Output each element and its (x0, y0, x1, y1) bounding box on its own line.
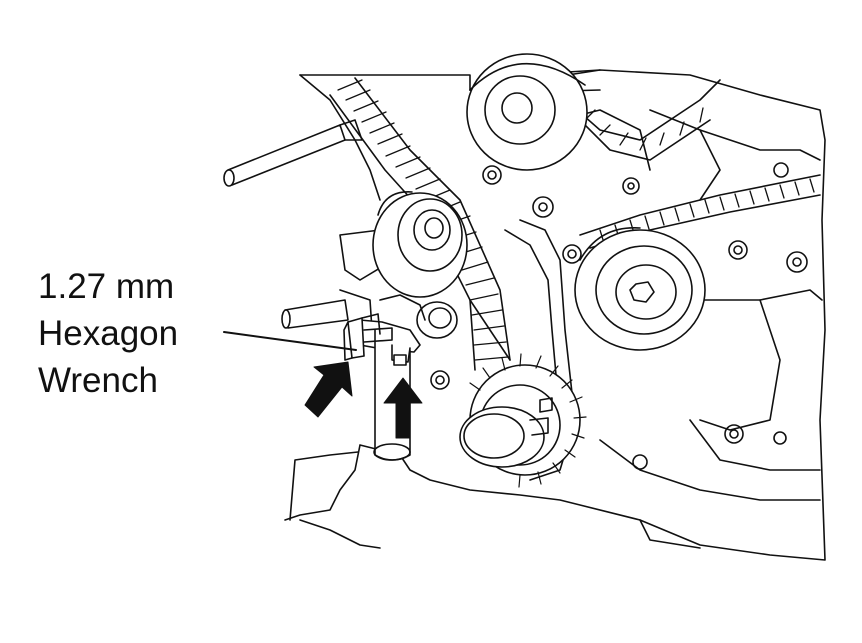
timing-belt-tensioner (359, 294, 426, 461)
engine-block-outline (284, 69, 826, 561)
callout-leader-line (223, 331, 357, 351)
crankshaft-pulley (574, 227, 706, 351)
bolt-heads (430, 162, 808, 470)
callout-line-wrench: Wrench (38, 361, 158, 400)
center-push-arrow (383, 377, 423, 439)
push-arrows (304, 361, 423, 439)
small-idler (416, 301, 458, 339)
callout-label: 1.27 mm Hexagon Wrench (38, 263, 238, 404)
callout-line-hexagon: Hexagon (38, 314, 179, 353)
camshaft-pulley (466, 53, 588, 171)
left-push-arrow (304, 361, 353, 418)
hexagon-wrench (343, 313, 393, 361)
mounting-bolts (223, 119, 363, 329)
idler-pulley (372, 191, 468, 298)
callout-line-size: 1.27 mm (38, 267, 175, 306)
crank-sprocket (459, 353, 587, 488)
